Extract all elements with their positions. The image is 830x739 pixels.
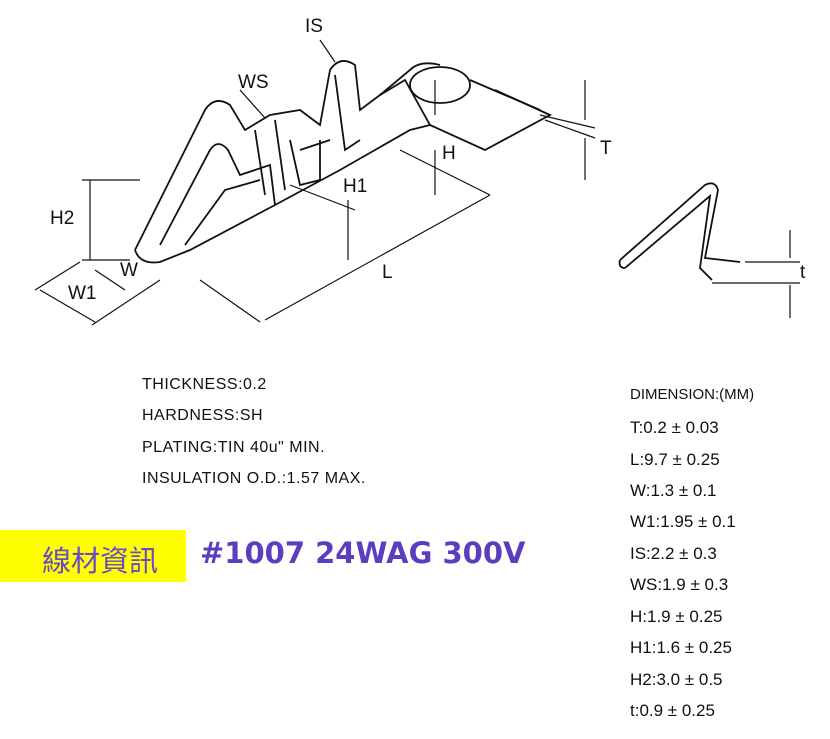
label-t-thickness: T — [600, 138, 612, 159]
wire-info-tag: 線材資訊 — [0, 530, 186, 582]
dimension-is: IS:2.2 ± 0.3 — [630, 544, 717, 563]
dimension-ws: WS:1.9 ± 0.3 — [630, 575, 729, 594]
terminal-isometric-drawing — [34, 39, 800, 326]
wire-spec: #1007 24WAG 300V — [200, 536, 526, 570]
dimension-t: T:0.2 ± 0.03 — [630, 418, 719, 437]
label-w: W — [120, 260, 138, 281]
dimension-w1: W1:1.95 ± 0.1 — [630, 512, 736, 531]
wire-info-label: 線材資訊 — [42, 544, 159, 578]
label-h1: H1 — [343, 176, 368, 197]
dimension-title: DIMENSION:(MM) — [630, 386, 755, 403]
dimension-w: W:1.3 ± 0.1 — [630, 481, 717, 500]
spec-thickness: THICKNESS:0.2 — [142, 376, 267, 393]
dimension-h: H:1.9 ± 0.25 — [630, 607, 723, 626]
label-w1: W1 — [68, 283, 97, 304]
spec-plating: PLATING:TIN 40u" MIN. — [142, 439, 326, 456]
label-t-small: t — [800, 262, 806, 283]
label-l: L — [382, 262, 393, 283]
label-h2: H2 — [50, 208, 75, 229]
label-ws: WS — [238, 72, 269, 93]
label-is: IS — [305, 16, 323, 37]
spec-insulation: INSULATION O.D.:1.57 MAX. — [142, 470, 366, 487]
dimension-t-small: t:0.9 ± 0.25 — [630, 701, 715, 720]
dimension-h1: H1:1.6 ± 0.25 — [630, 638, 732, 657]
label-h: H — [442, 143, 456, 164]
dimension-h2: H2:3.0 ± 0.5 — [630, 670, 723, 689]
spec-hardness: HARDNESS:SH — [142, 407, 264, 424]
dimension-l: L:9.7 ± 0.25 — [630, 450, 720, 469]
